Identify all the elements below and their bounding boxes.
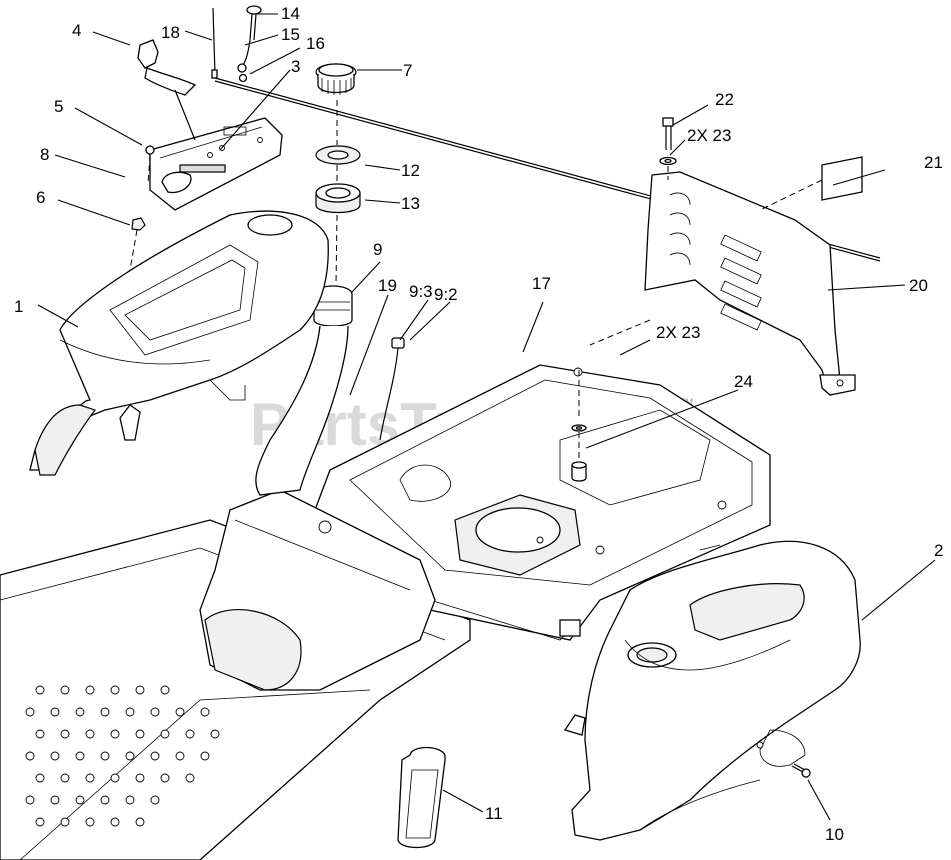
screw-5 [145, 145, 155, 186]
leader-lines [37, 13, 936, 821]
callout-9: 9 [373, 240, 382, 259]
callout-14: 14 [281, 4, 300, 23]
callout-18: 18 [161, 23, 180, 42]
gasket-12 [315, 145, 361, 165]
callout-19: 19 [378, 276, 397, 295]
gasket-13 [315, 183, 361, 214]
callout-9-3: 9:3 [409, 282, 433, 301]
callout-6: 6 [36, 188, 45, 207]
callout-labels: 1 2 3 4 5 6 7 8 9 9:3 9:2 10 11 12 13 14… [14, 4, 943, 844]
fuel-filler-neck [255, 285, 353, 496]
callout-9-2: 9:2 [434, 285, 458, 304]
floor-pan-holes [25, 685, 220, 827]
callout-15: 15 [281, 25, 300, 44]
callout-3: 3 [291, 57, 300, 76]
throttle-knob [137, 39, 197, 141]
seat-base [199, 489, 436, 691]
right-fender [563, 540, 861, 841]
ignition-key [237, 5, 262, 83]
callout-22: 22 [715, 90, 734, 109]
callout-23-frame: 2X 23 [656, 323, 700, 342]
callout-5: 5 [54, 97, 63, 116]
assembly-axis [335, 100, 338, 286]
choke-rod [211, 7, 218, 79]
callout-13: 13 [401, 194, 420, 213]
left-fender [29, 210, 329, 476]
nut-6 [129, 217, 146, 271]
screw-10 [791, 763, 811, 778]
callout-11: 11 [485, 804, 503, 823]
callout-23-top: 2X 23 [687, 126, 731, 145]
callout-2: 2 [934, 541, 943, 560]
spacer-24 [571, 461, 587, 482]
callout-12: 12 [401, 161, 420, 180]
callout-10: 10 [825, 825, 844, 844]
callout-7: 7 [403, 61, 412, 80]
washer-23-top [659, 156, 677, 180]
callout-17: 17 [532, 274, 551, 293]
callout-8: 8 [40, 145, 49, 164]
callout-4: 4 [72, 21, 81, 40]
fuel-cap [315, 63, 357, 95]
callout-20: 20 [909, 276, 928, 295]
right-bracket-panel [644, 171, 856, 396]
decal-21 [759, 156, 863, 211]
callout-24: 24 [734, 372, 753, 391]
washer-23-lower [571, 424, 587, 432]
mount-dash-lines [578, 319, 651, 460]
callout-16: 16 [306, 34, 325, 53]
callout-21: 21 [924, 153, 943, 172]
bolt-22 [662, 117, 674, 150]
storage-lid [397, 746, 446, 849]
callout-1: 1 [14, 297, 23, 316]
fuel-line [379, 337, 405, 441]
control-panel-plate [149, 117, 283, 211]
